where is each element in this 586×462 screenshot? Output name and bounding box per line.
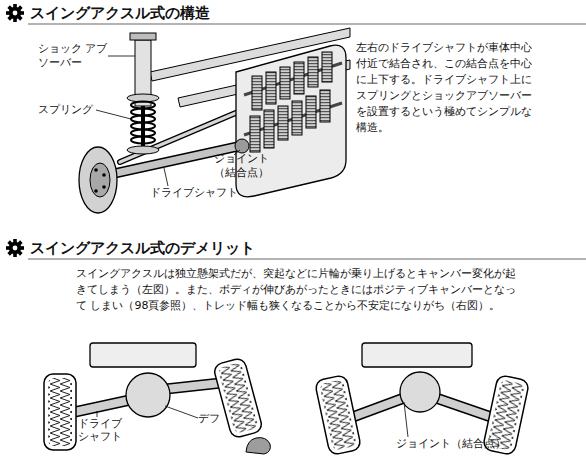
tire	[314, 375, 361, 456]
shock-mount	[130, 33, 156, 40]
brake-disc	[79, 147, 117, 213]
gear	[250, 116, 260, 152]
gear	[266, 72, 276, 104]
gear-icon	[6, 4, 24, 22]
heading-rule	[28, 23, 586, 25]
tire-body	[314, 375, 361, 456]
gear	[306, 96, 316, 128]
leader-line	[96, 110, 131, 119]
tire-tread	[319, 379, 357, 451]
section-heading: スイングアクスル式の構造	[30, 4, 350, 22]
gear	[320, 90, 330, 122]
gear	[278, 106, 288, 140]
leader-line	[97, 411, 98, 417]
car-body	[362, 343, 472, 367]
drive-shaft	[436, 398, 494, 418]
gear-body	[9, 242, 21, 254]
part-label: ジョイント（結合点）	[396, 437, 546, 451]
spring-coil	[131, 137, 155, 144]
gear	[252, 76, 262, 110]
gear	[264, 110, 274, 148]
hub-bolt	[94, 189, 98, 193]
part-label: ドライブシャフト	[150, 186, 270, 200]
hub-bolt	[94, 168, 98, 172]
drive-shaft	[350, 398, 404, 418]
leader-line	[108, 56, 135, 57]
part-label: スプリング	[38, 103, 118, 117]
heading-rule	[28, 258, 586, 260]
description-text: 左右のドライブシャフトが車体中心 付近で結合され、この結合点を中心 に上下する。…	[356, 40, 537, 136]
differential	[400, 372, 440, 412]
part-label: ドライブ シャフト	[78, 417, 130, 443]
leader-line	[164, 168, 168, 186]
tire-tread	[218, 362, 259, 434]
section-heading: スイングアクスル式のデメリット	[30, 239, 350, 257]
leader-line	[404, 402, 408, 437]
tire-body	[44, 374, 76, 450]
part-label: デフ	[198, 412, 238, 426]
drive-shaft	[70, 400, 130, 413]
gear-hole	[13, 11, 18, 16]
hub-bolt	[102, 185, 106, 189]
hub-bolt	[102, 173, 106, 177]
gear-body	[9, 7, 21, 19]
drive-shaft	[70, 400, 130, 413]
leader-line	[165, 406, 198, 418]
gear-icon	[6, 239, 24, 257]
spring-coil	[131, 123, 155, 130]
drive-shaft	[436, 398, 494, 418]
gear-hole	[13, 246, 18, 251]
gear	[294, 62, 304, 94]
part-label: ショック アブソーバー	[38, 42, 110, 70]
spring-coil	[131, 109, 155, 116]
joint	[235, 139, 249, 153]
differential	[126, 373, 170, 417]
tire	[213, 357, 264, 439]
wheel-hub	[90, 163, 110, 197]
car-body	[90, 343, 196, 367]
gear	[322, 52, 332, 82]
spring-seat	[127, 146, 159, 154]
tire-body	[213, 357, 264, 439]
gear	[292, 101, 302, 135]
gear	[280, 67, 290, 99]
description-text: スイングアクスルは独立懸架式だが、突起などに片輪が乗り上げるとキャンバー変化が起…	[76, 266, 522, 314]
drive-shaft	[350, 398, 404, 418]
bump-rock	[246, 438, 270, 454]
part-label: ジョイント （結合点）	[214, 152, 278, 180]
spring-coil	[131, 116, 155, 123]
spring-coil	[131, 130, 155, 137]
gear	[308, 57, 318, 87]
tire-tread	[48, 378, 72, 446]
spring-coil	[131, 102, 155, 109]
tire	[44, 374, 76, 450]
